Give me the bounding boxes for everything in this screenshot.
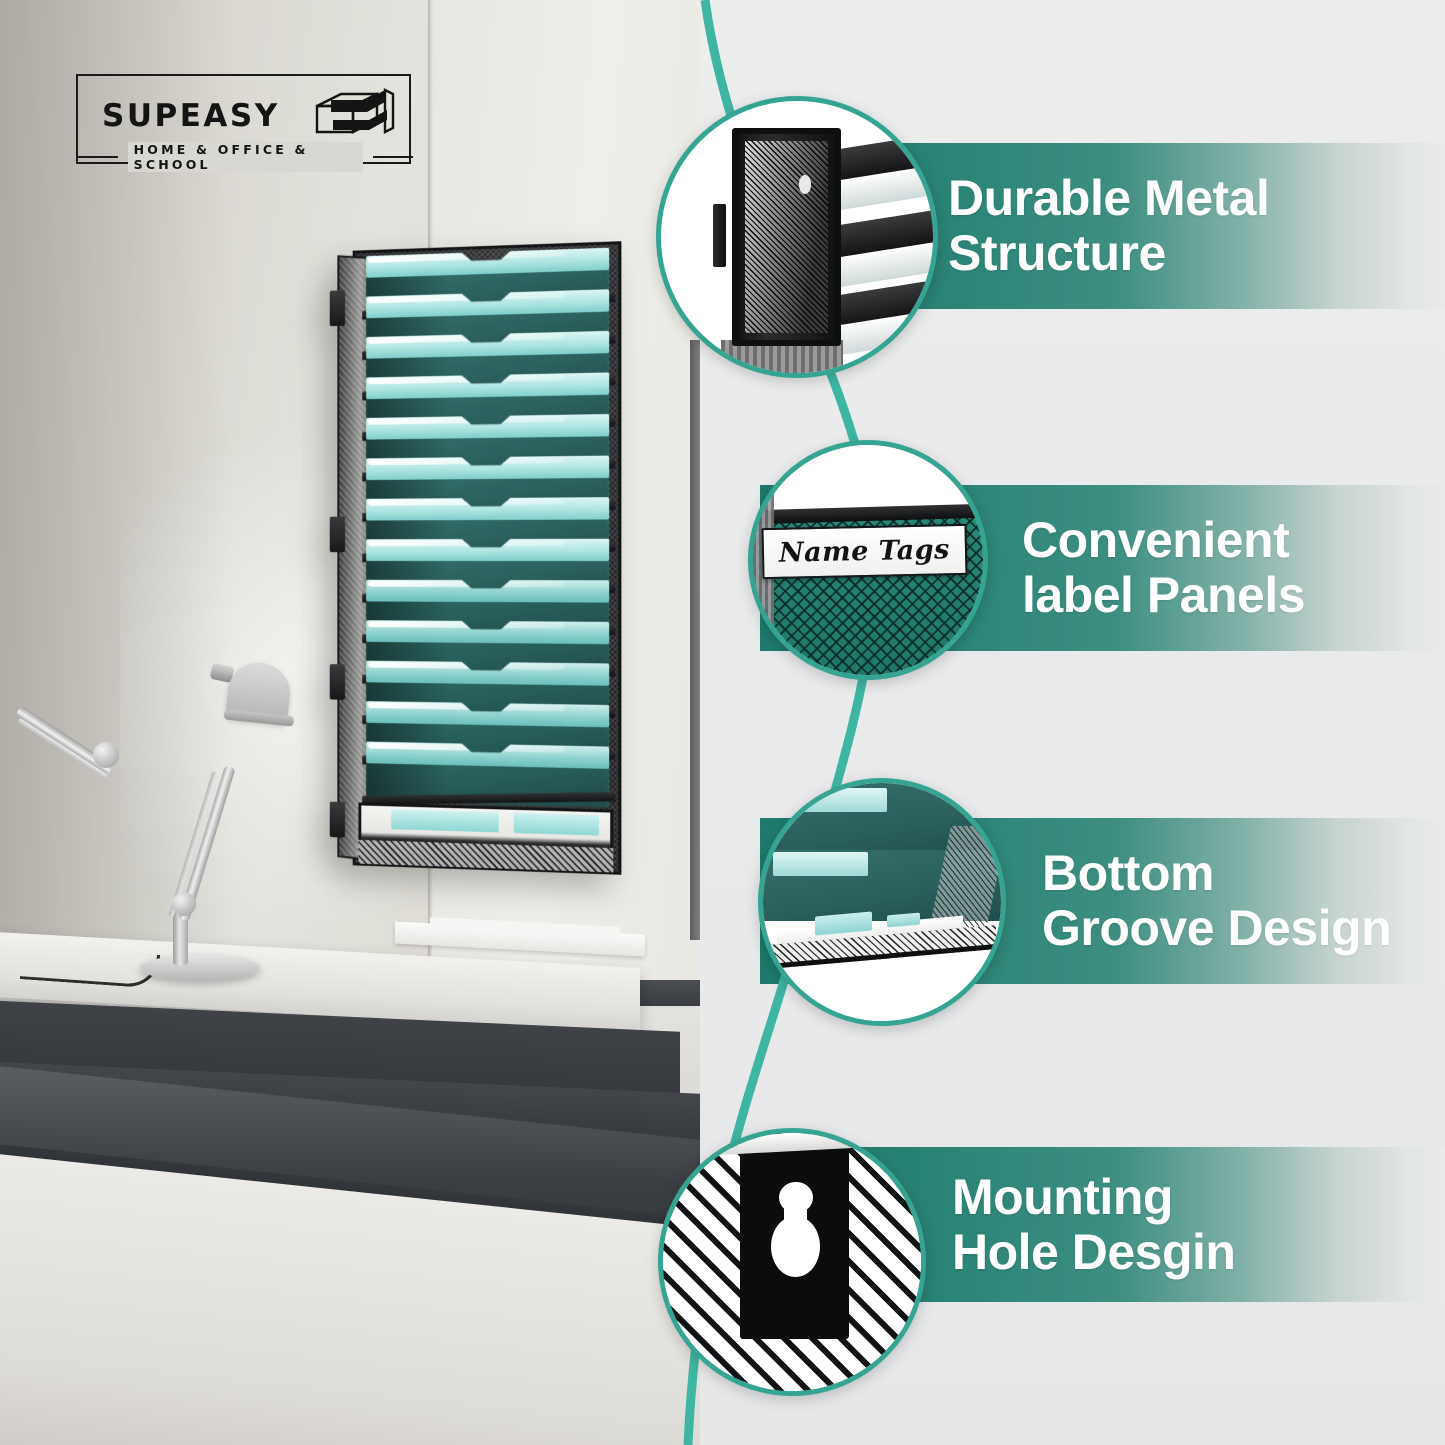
pocket-folder-tab bbox=[366, 539, 609, 561]
tray-folder bbox=[513, 812, 600, 836]
lamp-base bbox=[140, 955, 260, 981]
wall-file-organizer bbox=[329, 241, 622, 875]
tab-highlight bbox=[368, 662, 565, 670]
pocket-folder-tab bbox=[366, 497, 609, 520]
tray-folder bbox=[391, 809, 499, 833]
callout-image-3 bbox=[763, 783, 1001, 1021]
wall-bracket bbox=[329, 290, 346, 327]
tab-highlight bbox=[368, 498, 565, 505]
lamp-elbow-joint bbox=[93, 742, 119, 768]
callout-image-1 bbox=[661, 101, 933, 373]
tab-highlight bbox=[368, 581, 565, 588]
organizer-pocket bbox=[362, 741, 616, 808]
brand-logo: SUPEASY HOME & OFFICE & SCHOOL bbox=[76, 74, 413, 172]
wall-bracket bbox=[329, 664, 346, 700]
name-tag-text: Name Tags bbox=[778, 533, 951, 569]
callout-mounting-hole-design bbox=[658, 1128, 926, 1396]
name-tag-label: Name Tags bbox=[761, 523, 968, 579]
lamp-lower-joint bbox=[172, 892, 196, 916]
tab-highlight bbox=[368, 540, 565, 546]
callout-durable-metal-structure bbox=[656, 96, 938, 378]
callout-convenient-label-panels: Name Tags bbox=[748, 440, 988, 680]
callout-bottom-groove-design bbox=[758, 778, 1006, 1026]
callout-image-2: Name Tags bbox=[753, 445, 983, 675]
pocket-folder-tab bbox=[366, 620, 609, 644]
callout-image-4 bbox=[663, 1133, 921, 1391]
pocket-folder-tab bbox=[366, 372, 609, 399]
tab-highlight bbox=[368, 374, 565, 384]
brand-name: SUPEASY bbox=[102, 98, 280, 134]
tab-highlight bbox=[368, 621, 565, 628]
pocket-folder-tab bbox=[366, 661, 609, 686]
tagline-rule-left bbox=[78, 156, 118, 158]
brand-tagline-row: HOME & OFFICE & SCHOOL bbox=[78, 142, 413, 172]
pocket-folder-tab bbox=[366, 580, 609, 603]
feature-label-4: Mounting Hole Desgin bbox=[952, 1168, 1236, 1280]
tab-highlight bbox=[368, 416, 565, 425]
pocket-folder-tab bbox=[366, 701, 609, 727]
wall-bracket bbox=[329, 801, 346, 838]
brand-tagline: HOME & OFFICE & SCHOOL bbox=[127, 142, 364, 172]
stacked-organizer-icon bbox=[315, 88, 395, 134]
tab-highlight bbox=[368, 702, 565, 711]
tagline-rule-right bbox=[373, 156, 413, 158]
pocket-folder-tab bbox=[366, 456, 609, 480]
pocket-folder-tab bbox=[366, 414, 609, 440]
feature-label-1: Durable Metal Structure bbox=[948, 170, 1270, 281]
feature-label-3: Bottom Groove Design bbox=[1042, 845, 1392, 956]
wall-bracket bbox=[329, 516, 346, 553]
tab-highlight bbox=[368, 457, 565, 465]
feature-label-2: Convenient label Panels bbox=[1022, 512, 1306, 623]
